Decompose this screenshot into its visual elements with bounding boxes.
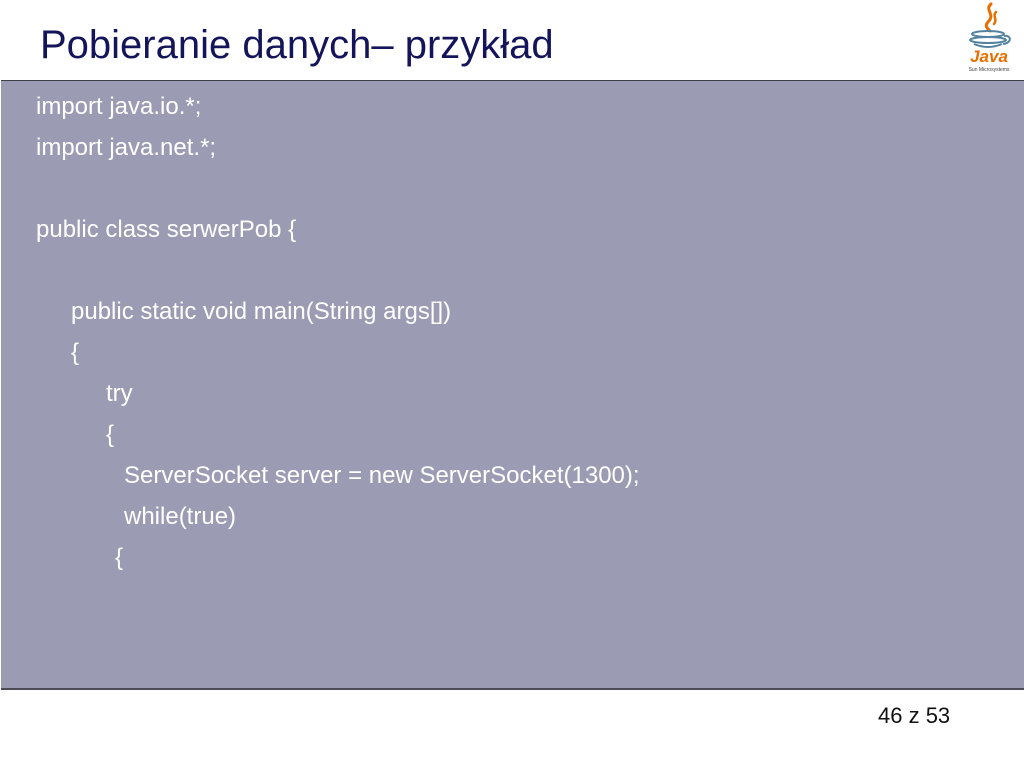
code-line: ServerSocket server = new ServerSocket(1… [124,462,640,489]
svg-text:Sun Microsystems: Sun Microsystems [969,67,1010,73]
code-line: public static void main(String args[]) [71,298,452,325]
page-indicator: 46 z 53 [878,703,951,728]
code-line: try [106,380,133,407]
java-logo-icon: Java Sun Microsystems [958,2,1020,74]
slide-title: Pobieranie danych– przykład [40,23,554,67]
code-line: { [106,421,115,448]
code-line: import java.net.*; [36,134,217,161]
code-line: public class serwerPob { [36,216,297,243]
code-line: while(true) [124,503,237,530]
code-line: import java.io.*; [36,93,202,120]
svg-text:Java: Java [970,47,1008,66]
code-line: { [115,544,124,571]
code-line: { [71,339,80,366]
code-block: import java.io.*; import java.net.*; pub… [1,80,1024,690]
